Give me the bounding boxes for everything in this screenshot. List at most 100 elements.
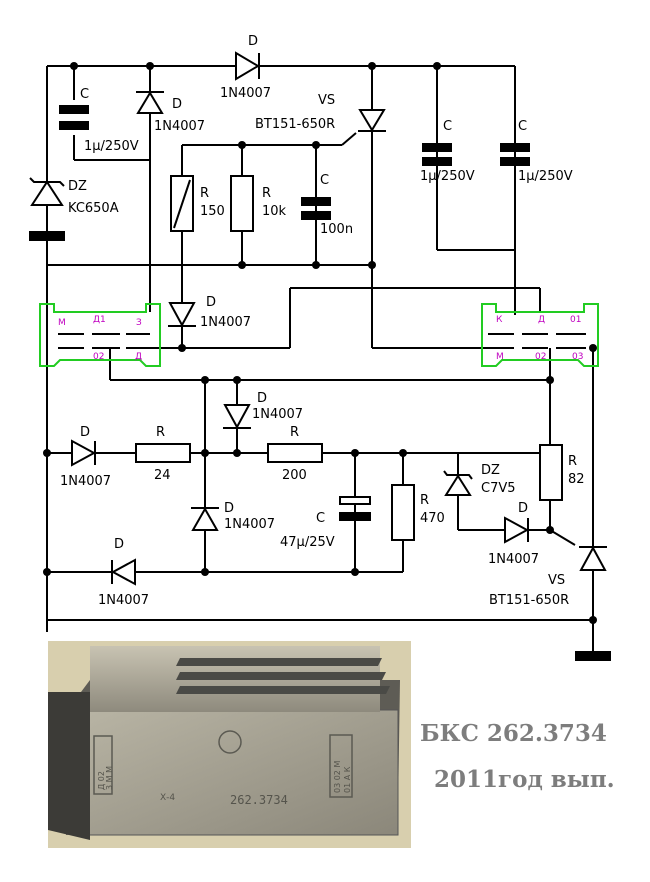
diode-d7 <box>504 516 530 544</box>
label-d2-ref: D <box>248 34 258 49</box>
label-d1-ref: D <box>172 97 182 112</box>
label-dz2-value: C7V5 <box>481 481 516 496</box>
label-d1-value: 1N4007 <box>154 119 205 134</box>
pin-label: К <box>496 315 503 325</box>
label-r150-ref: R <box>200 186 209 201</box>
capacitor-c2 <box>422 143 452 152</box>
label-c3-value: 1µ/250V <box>518 169 573 184</box>
diode-d3 <box>168 302 196 328</box>
label-r10k-value: 10k <box>262 204 287 219</box>
ground-2 <box>575 651 611 661</box>
pin-label: 02 <box>535 352 546 362</box>
label-c47-value: 47µ/25V <box>280 535 335 550</box>
zener-dz1 <box>30 180 64 206</box>
label-r200-ref: R <box>290 425 299 440</box>
resistor-r10k <box>230 175 254 232</box>
label-r82-ref: R <box>568 454 577 469</box>
label-c2-ref: C <box>443 119 452 134</box>
emboss-box-right <box>329 734 353 798</box>
junctions <box>43 62 597 624</box>
label-dz2-ref: DZ <box>481 463 500 478</box>
label-r470-value: 470 <box>420 511 445 526</box>
pin-label: М <box>58 318 66 328</box>
label-r150-value: 150 <box>200 204 225 219</box>
label-dz1-ref: DZ <box>68 179 87 194</box>
label-r24-ref: R <box>156 425 165 440</box>
label-d3-value: 1N4007 <box>200 315 251 330</box>
label-c3-ref: C <box>518 119 527 134</box>
label-c1-ref: C <box>80 87 89 102</box>
label-d3-ref: D <box>206 295 216 310</box>
label-r200-value: 200 <box>282 468 307 483</box>
label-d5-ref: D <box>80 425 90 440</box>
label-d6-ref: D <box>224 501 234 516</box>
label-r82-value: 82 <box>568 472 585 487</box>
quality-mark-logo <box>218 730 242 754</box>
device-pin-text: 01 А К <box>343 766 352 793</box>
resistor-r200 <box>267 443 323 463</box>
label-d7-ref: D <box>518 501 528 516</box>
label-c1-value: 1µ/250V <box>84 139 139 154</box>
emboss-box-left <box>93 735 113 795</box>
label-dz1-value: KC650A <box>68 201 119 216</box>
diode-d8 <box>110 558 136 586</box>
device-pin-text: 03 02 М <box>333 761 342 793</box>
device-pin-text: Д 02 <box>97 771 106 790</box>
device-photo: 262.3734 Х-4 Д 02 3 М М 03 02 М 01 А К <box>48 641 411 848</box>
pin-label: З <box>136 318 142 328</box>
components <box>29 51 611 661</box>
heatsink-fins <box>176 658 390 694</box>
diode-d4 <box>223 404 251 430</box>
capacitor-c1-plate <box>59 105 89 114</box>
label-d4-value: 1N4007 <box>252 407 303 422</box>
diode-d2 <box>235 51 260 81</box>
label-c2-value: 1µ/250V <box>420 169 475 184</box>
connector-right: К Д 01 М 02 03 <box>481 303 599 367</box>
label-vs1-value: BT151-650R <box>255 117 335 132</box>
resistor-r24 <box>135 443 191 463</box>
capacitor-c47 <box>339 496 371 505</box>
thyristor-vs2 <box>579 545 607 571</box>
label-vs2-value: BT151-650R <box>489 593 569 608</box>
ground-1 <box>29 231 65 241</box>
label-r24-value: 24 <box>154 468 171 483</box>
label-r10k-ref: R <box>262 186 271 201</box>
device-pin-text: 3 М М <box>105 766 114 790</box>
label-d2-value: 1N4007 <box>220 86 271 101</box>
capacitor-c3 <box>500 143 530 152</box>
label-r470-ref: R <box>420 493 429 508</box>
diode-d6 <box>191 506 219 531</box>
diode-d5 <box>71 439 97 467</box>
label-c47-ref: C <box>316 511 325 526</box>
component-labels: C 1µ/250V D 1N4007 D 1N4007 DZ KC650A VS… <box>60 34 585 608</box>
label-d7-value: 1N4007 <box>488 552 539 567</box>
label-c100n-ref: C <box>320 173 329 188</box>
pin-label: 02 <box>93 352 104 362</box>
pin-label: Д <box>538 315 545 325</box>
label-d8-value: 1N4007 <box>98 593 149 608</box>
label-d8-ref: D <box>114 537 124 552</box>
pin-label: Д <box>135 352 142 362</box>
label-c100n-value: 100n <box>320 222 353 237</box>
device-mark-text: Х-4 <box>160 793 175 803</box>
diode-d1 <box>136 91 164 114</box>
capacitor-c100n <box>301 197 331 206</box>
pin-label: 01 <box>570 315 581 325</box>
connector-left: М Д1 З 02 Д <box>39 303 161 367</box>
resistor-r82 <box>539 444 563 501</box>
device-model-text: 262.3734 <box>230 793 288 807</box>
label-vs1-ref: VS <box>318 93 335 108</box>
device-year-caption: 2011год вып. <box>434 766 615 793</box>
thyristor-vs1 <box>358 109 386 132</box>
label-d5-value: 1N4007 <box>60 474 111 489</box>
pin-label: Д1 <box>93 315 106 325</box>
label-d4-ref: D <box>257 391 267 406</box>
device-name-caption: БКС 262.3734 <box>420 720 607 747</box>
pin-label: М <box>496 352 504 362</box>
resistor-r470 <box>391 484 415 541</box>
label-vs2-ref: VS <box>548 573 565 588</box>
zener-dz2 <box>444 474 472 496</box>
pin-label: 03 <box>572 352 583 362</box>
label-d6-value: 1N4007 <box>224 517 275 532</box>
